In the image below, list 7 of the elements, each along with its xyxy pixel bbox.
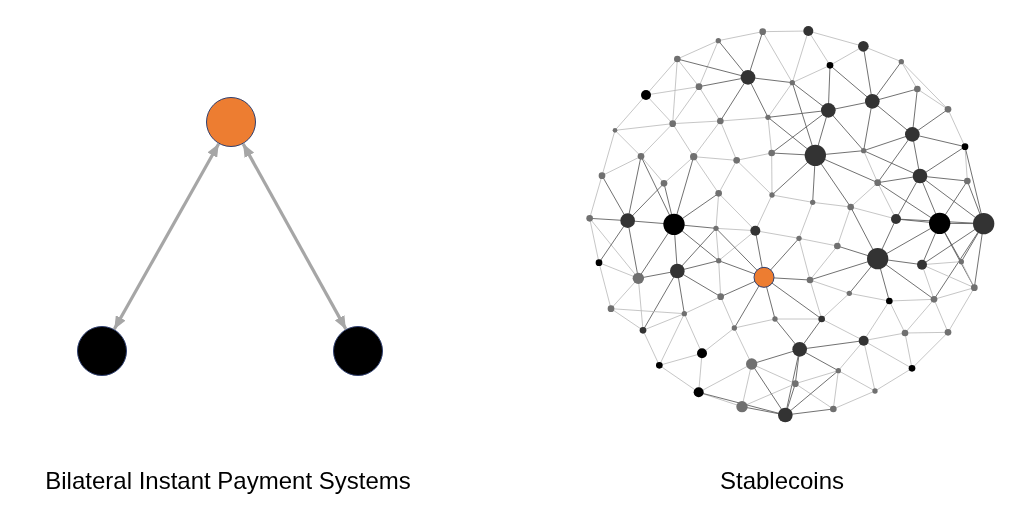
panel-caption: Bilateral Instant Payment Systems [45, 467, 411, 495]
arrow [241, 143, 348, 330]
node-circle [333, 326, 383, 376]
node-circle [206, 97, 256, 147]
node-circle [77, 326, 127, 376]
arrow [112, 143, 221, 330]
panel-caption: Stablecoins [719, 467, 845, 495]
